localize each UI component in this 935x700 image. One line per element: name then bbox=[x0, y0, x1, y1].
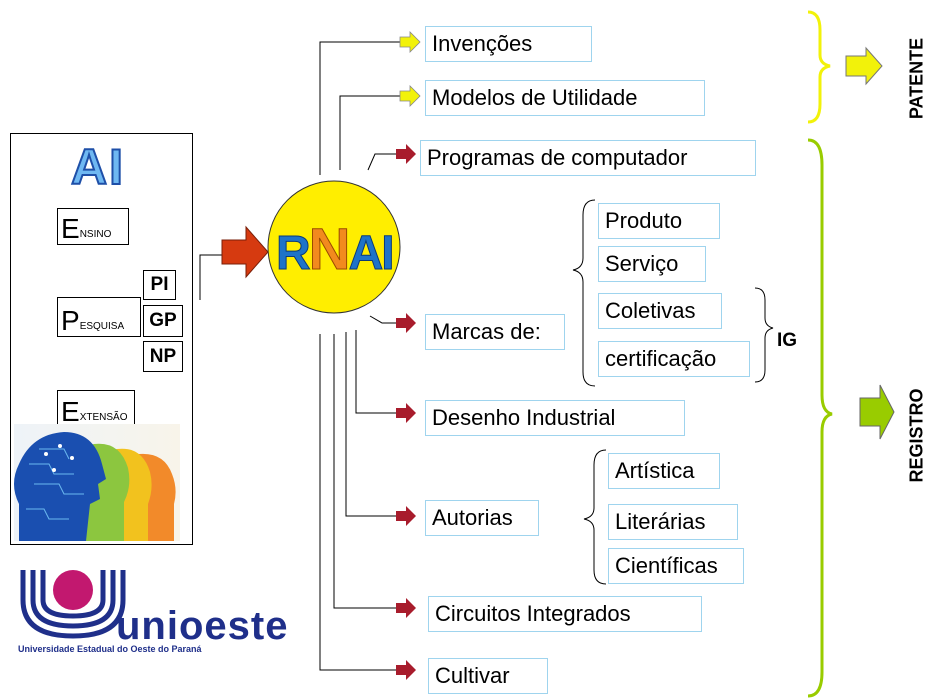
pesquisa-rest: ESQUISA bbox=[79, 321, 125, 332]
red-arrow-icon bbox=[396, 144, 416, 680]
artistica-box: Artística bbox=[608, 453, 720, 489]
marcas-box: Marcas de: bbox=[425, 314, 565, 350]
ensino-rest: NSINO bbox=[79, 229, 112, 240]
patente-label: PATENTE bbox=[906, 37, 927, 120]
servico-box: Serviço bbox=[598, 246, 706, 282]
patente-brace bbox=[807, 10, 831, 124]
yellow-arrow-icon bbox=[399, 85, 421, 107]
desenho-box: Desenho Industrial bbox=[425, 400, 685, 436]
unioeste-emblem-icon bbox=[20, 570, 126, 639]
produto-box: Produto bbox=[598, 203, 720, 239]
unioeste-logo: unioeste Universidade Estadual do Oeste … bbox=[18, 570, 288, 660]
certificacao-box: certificação bbox=[598, 341, 750, 377]
main-arrow-icon bbox=[221, 225, 269, 279]
ig-label: IG bbox=[777, 330, 798, 351]
rnai-ai: AI bbox=[348, 227, 395, 281]
extensao-rest: XTENSÃO bbox=[79, 412, 128, 423]
literarias-box: Literárias bbox=[608, 504, 738, 540]
rnai-n: N bbox=[308, 217, 351, 283]
rnai-r: R bbox=[276, 227, 312, 281]
cultivar-box: Cultivar bbox=[428, 658, 548, 694]
rnai-logo: RNAI bbox=[276, 215, 396, 285]
coletivas-box: Coletivas bbox=[598, 293, 722, 329]
heads-illustration bbox=[14, 424, 180, 541]
circuitos-box: Circuitos Integrados bbox=[428, 596, 702, 632]
registro-arrow-icon bbox=[859, 384, 895, 440]
autorias-box: Autorias bbox=[425, 500, 539, 536]
rnai-circle bbox=[267, 180, 401, 314]
invencoes-box: Invenções bbox=[425, 26, 592, 62]
pesquisa-initial: P bbox=[61, 304, 80, 336]
tag-pi: PI bbox=[143, 270, 176, 300]
ensino-initial: E bbox=[61, 212, 80, 244]
programas-box: Programas de computador bbox=[420, 140, 756, 176]
tag-np: NP bbox=[143, 341, 183, 372]
patente-arrow-icon bbox=[845, 46, 883, 86]
ai-title: AI bbox=[70, 138, 125, 196]
tag-gp: GP bbox=[143, 305, 183, 337]
unioeste-name: unioeste bbox=[116, 604, 289, 648]
cientificas-box: Científicas bbox=[608, 548, 744, 584]
registro-label: REGISTRO bbox=[906, 388, 927, 483]
extensao-initial: E bbox=[61, 395, 80, 427]
unioeste-subtitle: Universidade Estadual do Oeste do Paraná bbox=[18, 644, 202, 654]
registro-brace bbox=[807, 138, 833, 698]
yellow-arrow-icon bbox=[399, 31, 421, 53]
modelos-box: Modelos de Utilidade bbox=[425, 80, 705, 116]
